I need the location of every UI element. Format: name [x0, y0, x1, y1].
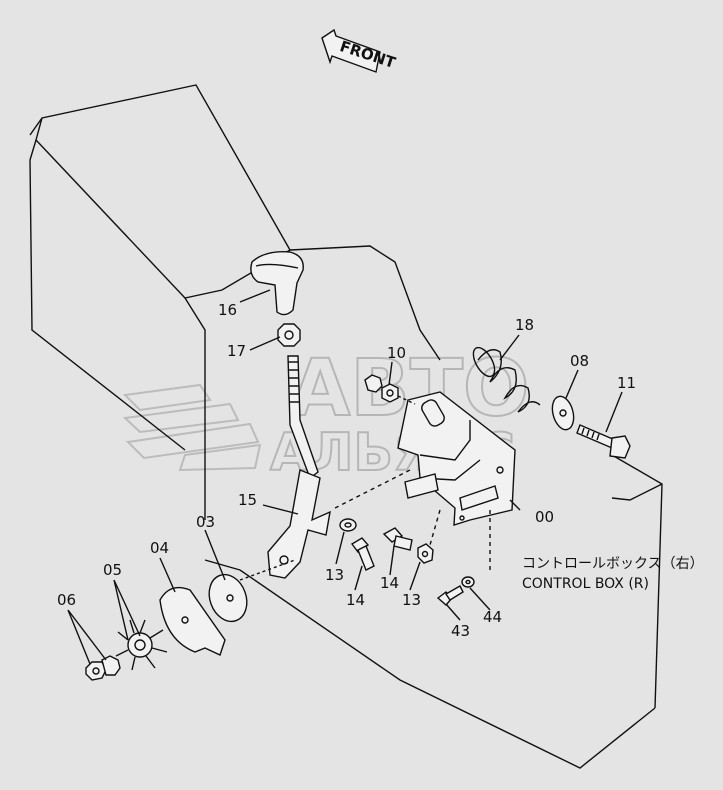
callout-05: 05	[103, 561, 122, 579]
shaped-plate	[159, 586, 226, 656]
bolt-14-b	[382, 527, 413, 551]
washer-44	[461, 576, 475, 588]
caption-jp: コントロールボックス（右）	[522, 556, 704, 572]
callout-06: 06	[57, 591, 76, 609]
callout-18: 18	[515, 316, 534, 334]
armrest-body	[29, 84, 663, 769]
disc-plate	[208, 573, 248, 623]
leader-lines	[67, 289, 623, 665]
nut-13-b	[417, 543, 434, 564]
callout-16: 16	[218, 301, 237, 319]
callout-17: 17	[227, 342, 246, 360]
bolt-11	[576, 424, 631, 459]
callout-numbers: 16 17 10 18 08 11 15 00 03 04 05 06 13 1…	[57, 301, 636, 640]
spring	[472, 346, 541, 413]
callout-11: 11	[617, 374, 636, 392]
callout-15: 15	[238, 491, 257, 509]
callout-04: 04	[150, 539, 169, 557]
nut-pair	[85, 655, 121, 681]
lever-plate	[239, 469, 331, 581]
lever-rod	[287, 355, 319, 480]
star-washer	[115, 619, 168, 671]
callout-44: 44	[483, 608, 502, 626]
bolt-43	[436, 585, 464, 606]
lever-knob	[250, 251, 304, 316]
washer-13-a	[339, 518, 357, 532]
callout-00: 00	[535, 508, 554, 526]
lever-nut	[277, 323, 301, 347]
nut-10	[364, 374, 416, 405]
callout-43: 43	[451, 622, 470, 640]
bolt-14-a	[350, 537, 375, 571]
washer-08	[551, 395, 575, 431]
callout-13-a: 13	[325, 566, 344, 584]
callout-14-a: 14	[346, 591, 365, 609]
assembly-lines	[334, 469, 491, 570]
caption-en: CONTROL BOX (R)	[522, 576, 649, 592]
callout-08: 08	[570, 352, 589, 370]
callout-03: 03	[196, 513, 215, 531]
callout-13-b: 13	[402, 591, 421, 609]
front-arrow-icon: FRONT	[321, 28, 398, 73]
bracket	[397, 391, 516, 526]
watermark-logo-icon	[122, 383, 262, 472]
callout-14-b: 14	[380, 574, 399, 592]
callout-10: 10	[387, 344, 406, 362]
caption: コントロールボックス（右） CONTROL BOX (R)	[522, 556, 704, 592]
